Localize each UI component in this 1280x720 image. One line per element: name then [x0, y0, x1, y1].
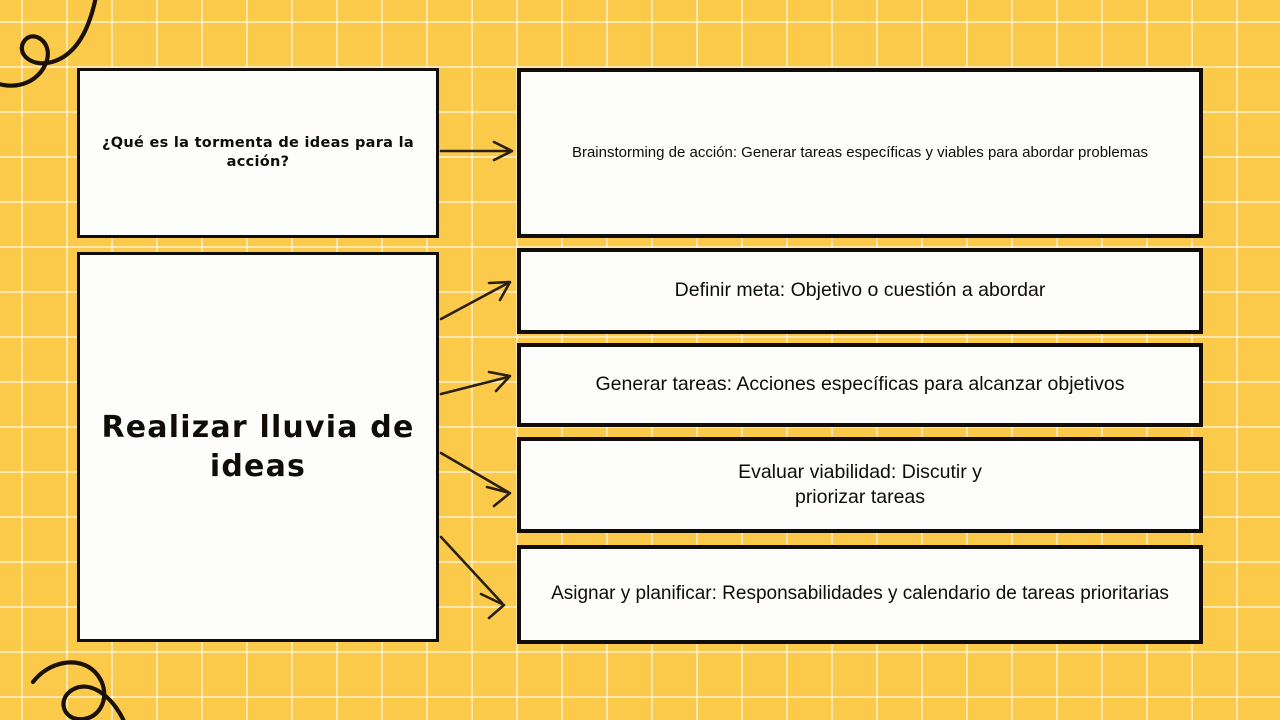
detail-card-brainstorming[interactable]: Brainstorming de acción: Generar tareas … [517, 68, 1203, 238]
detail-card-viabilidad[interactable]: Evaluar viabilidad: Discutir y priorizar… [517, 437, 1203, 533]
detail-card-meta-text: Definir meta: Objetivo o cuestión a abor… [674, 279, 1046, 302]
arrow-main-to-viabilidad [439, 451, 512, 508]
detail-card-brainstorming-text: Brainstorming de acción: Generar tareas … [571, 144, 1149, 162]
arrow-main-to-asignar [439, 535, 506, 620]
detail-card-meta[interactable]: Definir meta: Objetivo o cuestión a abor… [517, 248, 1203, 334]
arrow-question-to-brainstorming [439, 140, 514, 162]
detail-card-tareas[interactable]: Generar tareas: Acciones específicas par… [517, 343, 1203, 427]
question-card[interactable]: ¿Qué es la tormenta de ideas para la acc… [77, 68, 439, 238]
detail-card-asignar-text: Asignar y planificar: Responsabilidades … [551, 583, 1169, 605]
arrow-main-to-tareas [439, 370, 512, 396]
arrow-main-to-meta [439, 280, 512, 321]
detail-card-viabilidad-text: Evaluar viabilidad: Discutir y priorizar… [738, 460, 982, 508]
question-card-text: ¿Qué es la tormenta de ideas para la acc… [102, 135, 414, 170]
detail-card-asignar[interactable]: Asignar y planificar: Responsabilidades … [517, 545, 1203, 644]
main-topic-card[interactable]: Realizar lluvia de ideas [77, 252, 439, 642]
corner-doodle-bottom-left-icon [30, 660, 126, 720]
main-topic-card-text: Realizar lluvia de ideas [101, 410, 415, 484]
detail-card-tareas-text: Generar tareas: Acciones específicas par… [595, 373, 1125, 396]
